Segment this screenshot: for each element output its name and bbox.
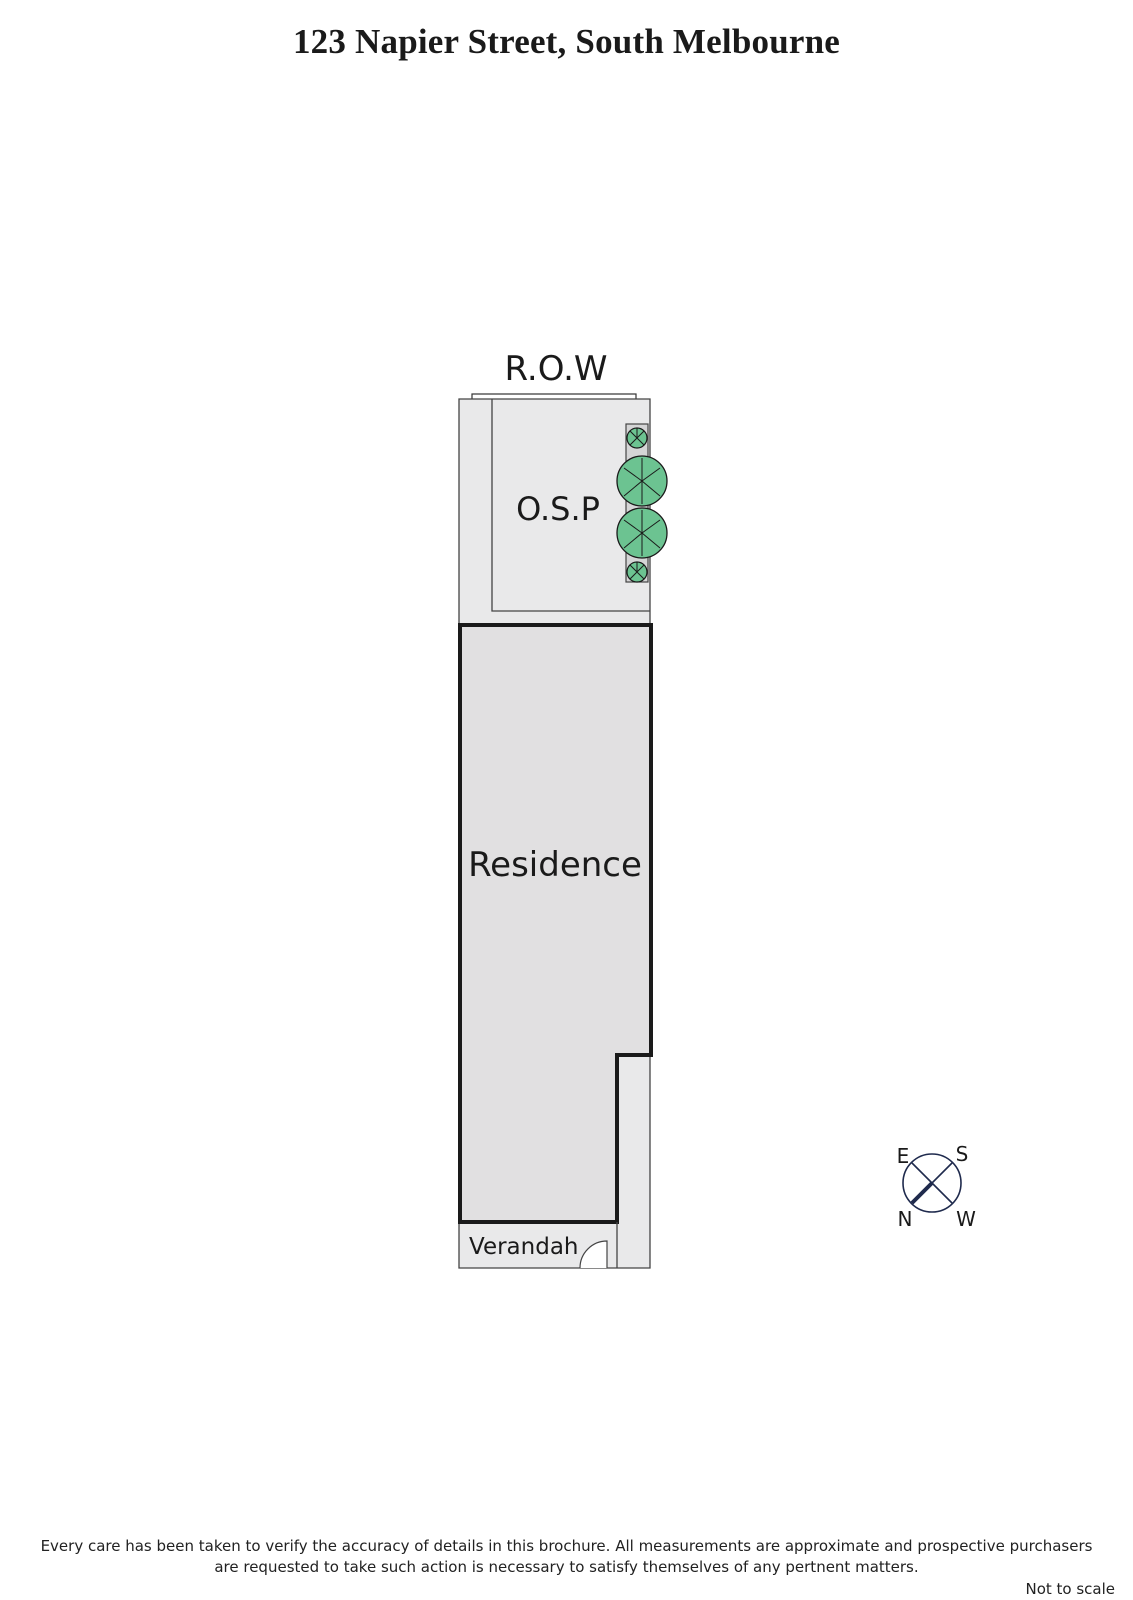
disclaimer-line-1: Every care has been taken to verify the …	[40, 1537, 1093, 1555]
page-title: 123 Napier Street, South Melbourne	[292, 22, 840, 61]
row-label: R.O.W	[504, 349, 607, 389]
residence-footprint	[458, 623, 653, 1224]
compass-label-s: S	[956, 1142, 969, 1166]
not-to-scale-note: Not to scale	[1025, 1580, 1115, 1598]
door-swing	[579, 1240, 608, 1269]
tree-icon	[616, 455, 668, 507]
disclaimer-line-2: are requested to take such action is nec…	[214, 1558, 919, 1576]
disclaimer: Every care has been taken to verify the …	[0, 1536, 1133, 1578]
residence-label: Residence	[468, 845, 642, 885]
osp-area	[491, 399, 650, 612]
compass-label-e: E	[897, 1144, 910, 1168]
compass-label-w: W	[956, 1207, 976, 1231]
compass-label-n: N	[898, 1207, 913, 1231]
verandah-label: Verandah	[469, 1234, 579, 1260]
shrub-icon	[626, 427, 648, 449]
shrub-icon	[626, 561, 648, 583]
compass-icon	[902, 1153, 962, 1213]
osp-label: O.S.P	[516, 490, 600, 528]
tree-icon	[616, 507, 668, 559]
